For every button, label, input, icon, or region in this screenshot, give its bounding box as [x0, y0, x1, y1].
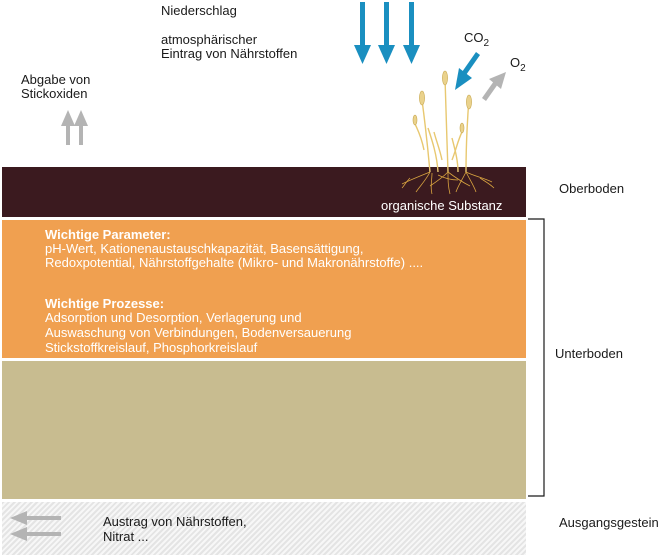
o2-label: O2 — [510, 55, 526, 74]
precipitation-arrow-3 — [403, 2, 420, 64]
parameters-title: Wichtige Parameter: — [45, 227, 171, 242]
precipitation-label: Niederschlag — [161, 3, 237, 18]
processes-line3: Stickstoffkreislauf, Phosphorkreislauf — [45, 340, 258, 355]
co2-label: CO2 — [464, 30, 490, 49]
atmospheric-input-label-line2: Eintrag von Nährstoffen — [161, 46, 298, 61]
plant-ears — [412, 70, 472, 134]
parameters-line1: pH-Wert, Kationenaustauschkapazität, Bas… — [45, 241, 364, 256]
precipitation-arrows — [354, 2, 420, 64]
leaching-label-line2: Nitrat ... — [103, 529, 149, 544]
co2-arrow — [455, 52, 480, 90]
precipitation-arrow-2 — [378, 2, 395, 64]
topsoil-side-label: Oberboden — [559, 181, 625, 196]
precipitation-arrow-1 — [354, 2, 371, 64]
o2-base: O — [510, 55, 521, 70]
nitrogen-oxides-arrows — [61, 110, 88, 145]
bedrock-layer — [2, 502, 526, 555]
subsoil-upper-layer — [2, 220, 526, 358]
processes-title: Wichtige Prozesse: — [45, 296, 165, 311]
leaching-arrow-group — [10, 511, 61, 541]
co2-subscript: 2 — [483, 38, 490, 49]
leaching-arrow-1 — [10, 511, 61, 525]
processes-line1: Adsorption und Desorption, Verlagerung u… — [45, 310, 302, 325]
nitrogen-oxides-label-line2: Stickoxiden — [21, 86, 88, 101]
organic-matter-label: organische Substanz — [381, 198, 503, 213]
bedrock-side-label: Ausgangsgestein — [559, 515, 659, 530]
nitrogen-oxides-label-line1: Abgabe von — [21, 72, 91, 87]
nox-arrow-1 — [61, 110, 75, 145]
plant-roots — [401, 171, 495, 195]
subsoil-lower-layer — [2, 361, 526, 499]
atmospheric-input-label-line1: atmosphärischer — [161, 32, 258, 47]
leaching-arrow-2 — [10, 527, 61, 541]
leaching-label-line1: Austrag von Nährstoffen, — [103, 514, 247, 529]
parameters-line2: Redoxpotential, Nährstoffgehalte (Mikro-… — [45, 255, 424, 270]
co2-base: CO — [464, 30, 484, 45]
o2-arrow — [482, 72, 506, 101]
o2-subscript: 2 — [520, 63, 526, 74]
subsoil-side-label: Unterboden — [555, 346, 623, 361]
nox-arrow-2 — [74, 110, 88, 145]
processes-line2: Auswaschung von Verbindungen, Bodenversa… — [45, 325, 352, 340]
